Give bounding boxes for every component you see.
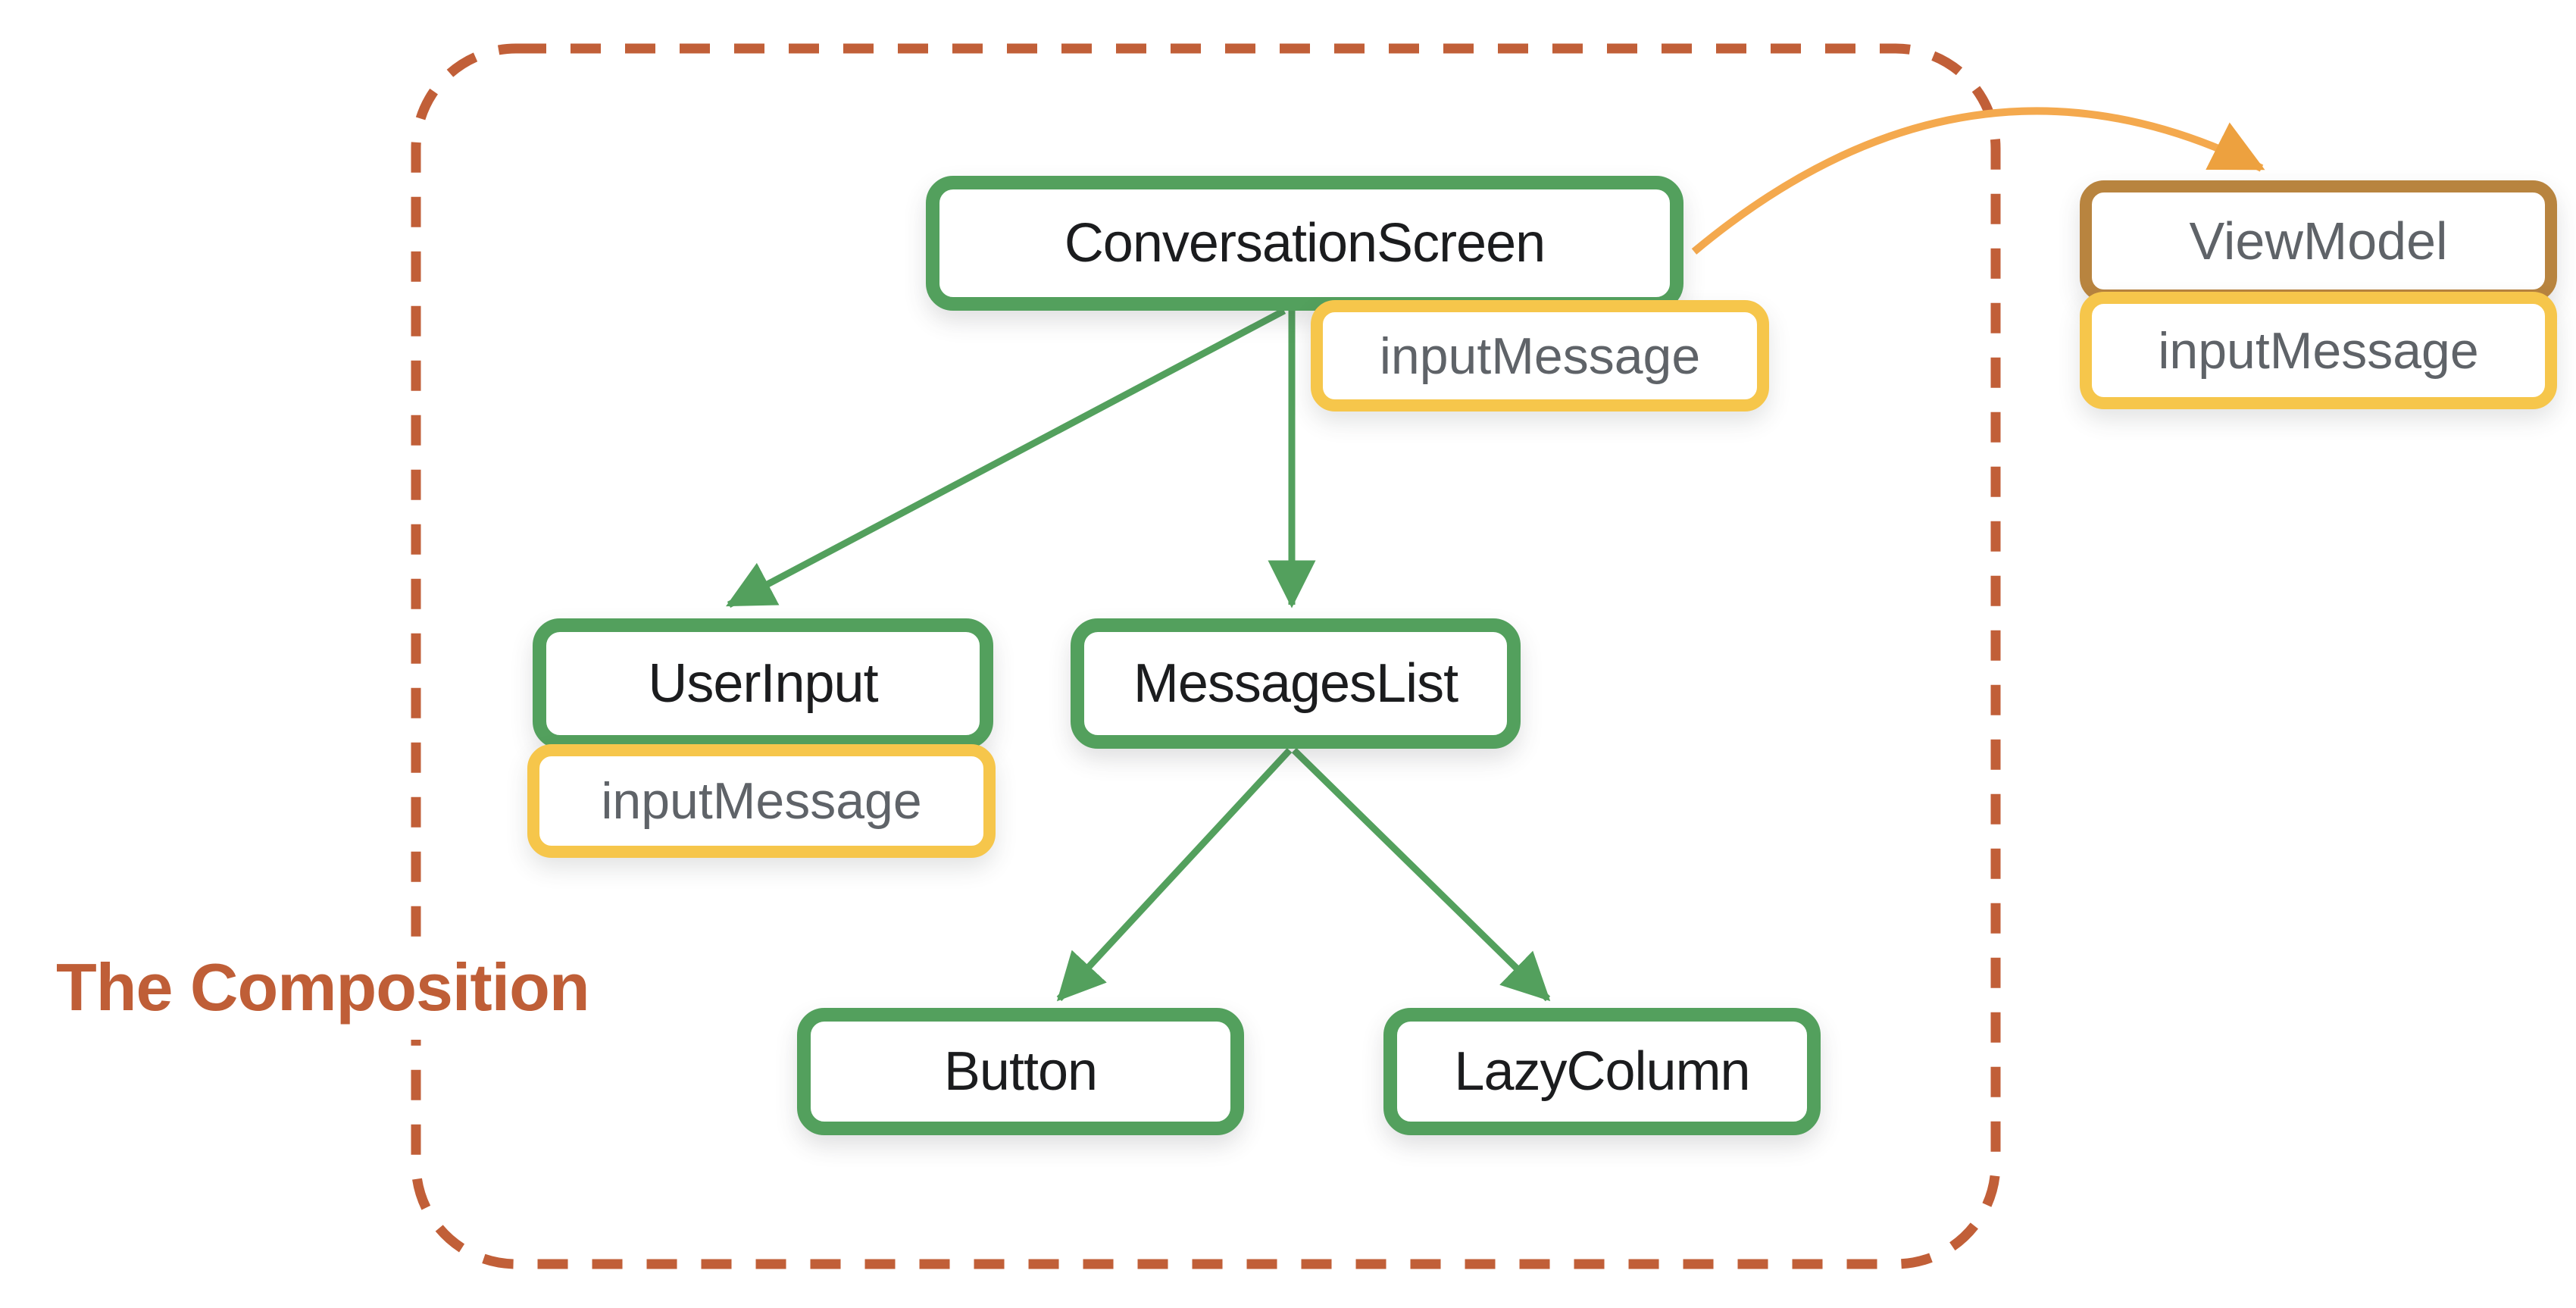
node-lazy-column: LazyColumn [1383,1008,1821,1135]
node-view-model: ViewModel [2080,180,2557,302]
edge-conversationscreen-to-userinput [726,308,1286,608]
node-button-label: Button [943,1041,1098,1102]
node-button: Button [797,1008,1244,1135]
badge-conversation-screen-input-message: inputMessage [1311,300,1769,411]
badge-user-input-label: inputMessage [601,772,922,830]
node-user-input-label: UserInput [648,653,878,714]
node-view-model-label: ViewModel [2189,211,2448,271]
node-messages-list: MessagesList [1071,618,1521,749]
badge-user-input-input-message: inputMessage [527,744,996,858]
badge-view-model-input-message: inputMessage [2080,292,2557,409]
node-conversation-screen-label: ConversationScreen [1064,213,1546,274]
edge-messageslist-to-button [1056,747,1293,1002]
node-messages-list-label: MessagesList [1133,653,1458,714]
edge-messageslist-to-lazycolumn [1291,747,1551,1002]
node-user-input: UserInput [533,618,993,749]
node-lazy-column-label: LazyColumn [1454,1041,1750,1102]
composition-region-label: The Composition [36,938,609,1040]
badge-conversation-screen-label: inputMessage [1379,327,1701,385]
badge-view-model-label: inputMessage [2158,321,2479,380]
node-conversation-screen: ConversationScreen [926,176,1683,311]
